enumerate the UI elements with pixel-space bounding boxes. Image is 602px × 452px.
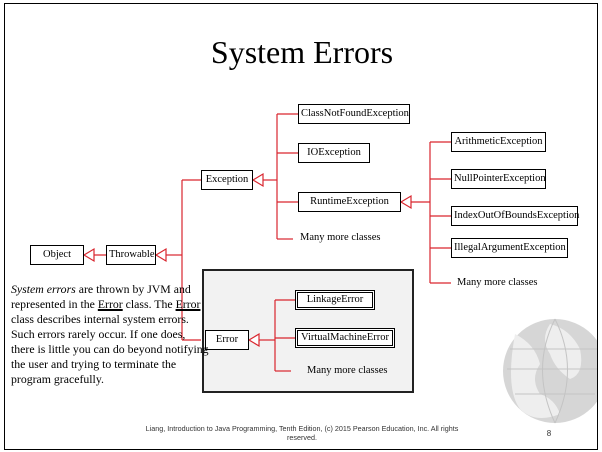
- node-nullpointerexception: NullPointerException: [451, 169, 546, 189]
- node-indexoutofboundsexception: IndexOutOfBoundsException: [451, 206, 579, 226]
- globe-decoration-icon: [503, 318, 597, 424]
- node-virtualmachineerror: VirtualMachineError: [295, 328, 395, 348]
- description-text: class describes internal system errors. …: [11, 312, 209, 386]
- node-ioexception: IOException: [298, 143, 370, 163]
- node-object: Object: [30, 245, 84, 265]
- slide: System Errors Object Throwable Exception…: [4, 3, 598, 450]
- page-number: 8: [546, 429, 552, 438]
- node-classnotfoundexception: ClassNotFoundException: [298, 104, 410, 124]
- node-exception: Exception: [201, 170, 253, 190]
- hierarchy-connectors: [82, 113, 451, 372]
- node-throwable: Throwable: [106, 245, 156, 265]
- description-text: class. The: [122, 297, 176, 311]
- description-text: are thrown by JVM and represented in the: [11, 282, 191, 311]
- node-runtimeexception: RuntimeException: [298, 192, 401, 212]
- slide-title: System Errors: [210, 34, 394, 70]
- footer-copyright: Liang, Introduction to Java Programming,…: [5, 424, 597, 442]
- footer-text: Liang, Introduction to Java Programming,…: [145, 424, 459, 442]
- node-arithmeticexception: ArithmeticException: [451, 132, 546, 152]
- error-class-reference: Error: [97, 297, 123, 311]
- term-system-errors: System errors: [11, 282, 76, 296]
- node-error: Error: [205, 330, 249, 350]
- node-many-more-runtime: Many more classes: [457, 277, 538, 288]
- system-errors-description: System errors are thrown by JVM and repr…: [11, 282, 211, 387]
- error-class-reference: Error: [175, 297, 201, 311]
- node-many-more-exceptions: Many more classes: [300, 232, 381, 243]
- node-many-more-errors: Many more classes: [307, 365, 388, 376]
- node-linkageerror: LinkageError: [295, 290, 375, 310]
- node-illegalargumentexception: IllegalArgumentException: [451, 238, 568, 258]
